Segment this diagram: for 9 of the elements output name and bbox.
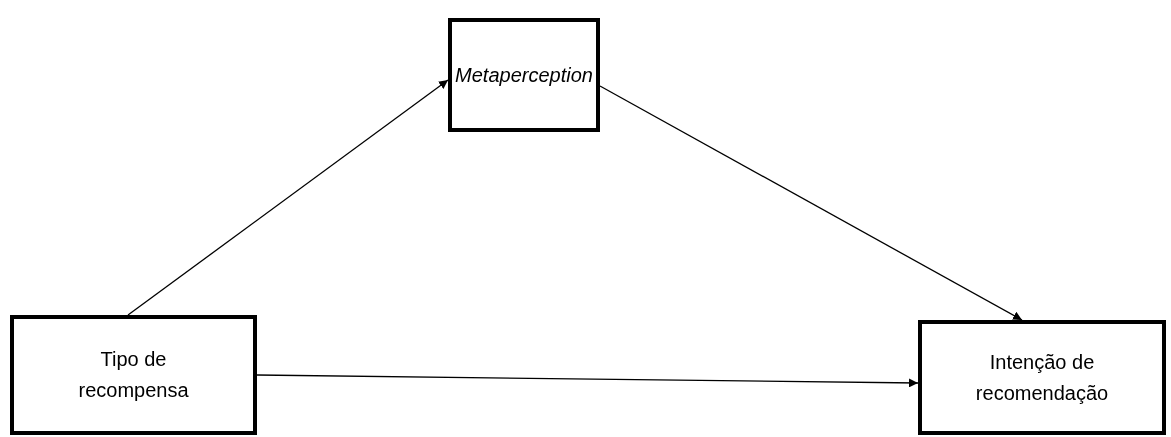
box [918, 320, 1166, 435]
arrow [127, 79, 449, 316]
node-label: Metaperception [455, 62, 593, 88]
box [448, 18, 600, 132]
arrow [256, 374, 919, 388]
node-label: Intenção de recomendação [974, 349, 1110, 406]
node-label: Tipo de recompensa [77, 347, 190, 403]
box [10, 315, 257, 435]
arrow [599, 85, 1023, 321]
